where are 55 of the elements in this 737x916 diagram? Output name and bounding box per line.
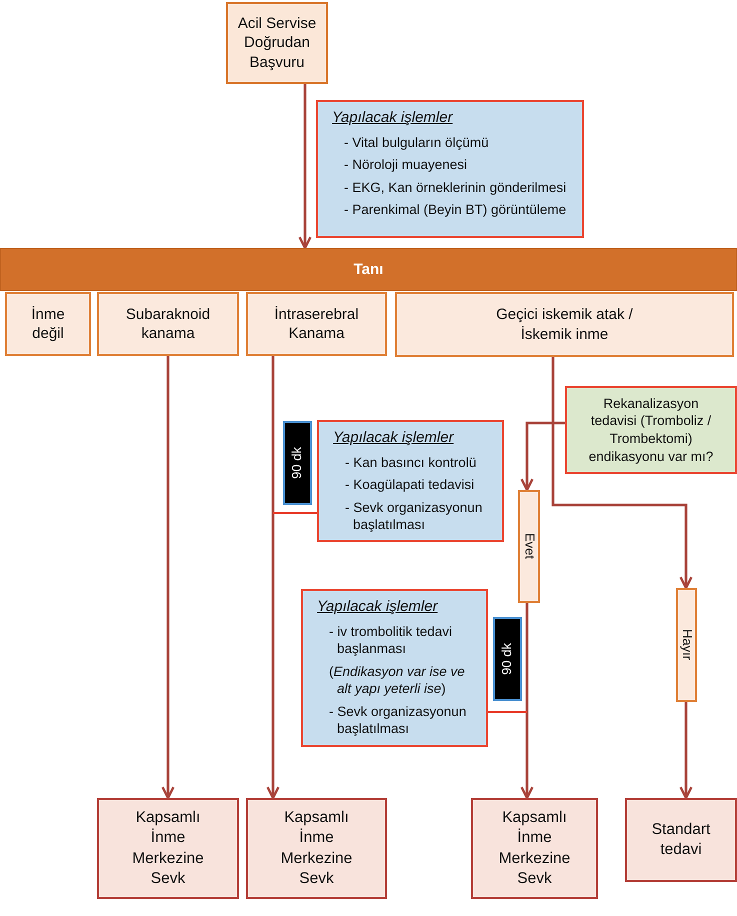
box-label: Acil Servise Doğrudan Başvuru [236,14,318,72]
time-badge [283,421,312,505]
list-item: (Endikasyon var ise ve alt yapı yeterli ise) [328,662,466,698]
arrow [679,702,693,800]
arrow [298,84,312,250]
outcome-box [471,798,598,899]
category-label: Geçici iskemik atak / İskemik inme [495,305,634,344]
connector-line [273,512,317,514]
time-badge [493,617,522,701]
box-label: Kapsamlı İnme Merkezine Sevk [131,808,205,889]
connector-line [488,711,527,713]
list-item: - iv trombolitik tedavi başlanması [328,622,454,658]
outcome-box [97,798,239,899]
time-label: 90 dk [499,643,516,675]
list-item: - Vital bulguların ölçümü [343,134,490,152]
category-box [246,292,387,356]
answer-label: Hayır [678,629,695,661]
header-label: Tanı [354,260,384,280]
category-label: İnme değil [30,304,66,344]
arrow [161,356,175,800]
box-label: Standart tedavi [650,820,712,860]
arrow [266,356,280,800]
arrow [552,357,693,590]
list-item: - Sevk organizasyonun başlatılması [328,702,468,738]
answer-label: Evet [521,533,538,560]
answer-box [676,588,697,702]
list-item: - Parenkimal (Beyin BT) görüntüleme [343,201,568,219]
category-label: Subaraknoid kanama [124,304,212,344]
list-item: - EKG, Kan örneklerinin gönderilmesi [343,178,568,196]
category-box [97,292,239,356]
heading-text: Yapılacak işlemler [333,428,454,448]
list-item: - Sevk organizasyonun başlatılması [344,498,484,534]
outcome-box [246,798,387,899]
task-box [301,589,488,747]
outcome-box [625,798,737,882]
category-box [5,292,91,356]
header-band [0,248,737,291]
list-item: - Koagülapati tedavisi [344,476,476,494]
category-box [395,292,734,357]
arrow [520,603,534,800]
task-box [317,420,504,542]
heading-text: Yapılacak işlemler [317,597,438,616]
list-item: - Nöroloji muayenesi [343,156,468,174]
category-label: İntraserebral Kanama [273,304,360,344]
heading-text: Yapılacak işlemler [332,108,453,128]
arrow [520,422,565,492]
task-box [316,100,584,238]
box-label: Kapsamlı İnme Merkezine Sevk [498,808,572,889]
start-box [226,2,328,84]
answer-box [518,490,540,603]
box-label: Kapsamlı İnme Merkezine Sevk [280,808,354,889]
time-label: 90 dk [289,447,306,479]
decision-box [565,386,737,474]
question-label: Rekanalizasyon tedavisi (Tromboliz / Trombektomi) endikasyonu var mı? [588,394,714,466]
list-item: - Kan basıncı kontrolü [344,454,478,472]
